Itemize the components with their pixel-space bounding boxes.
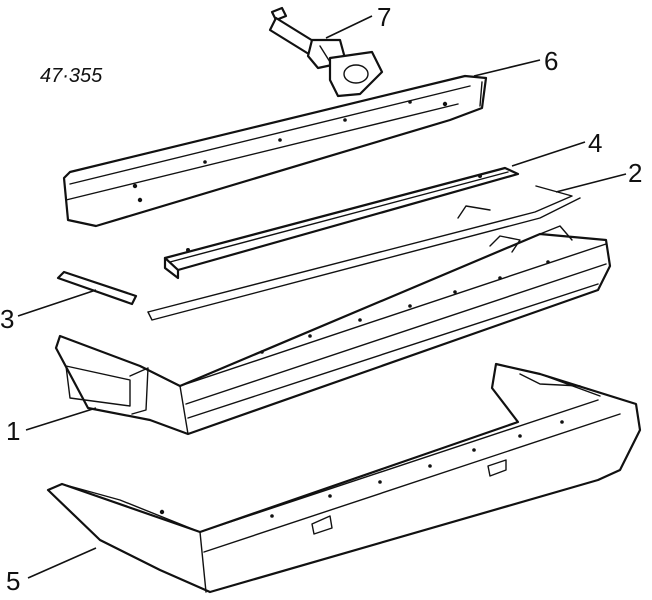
part-7-bracket <box>268 6 384 98</box>
part-5-lower-bumper <box>46 362 642 594</box>
part-1-bumper-cover <box>54 225 612 436</box>
part-6-reinforcement-bar <box>62 74 488 228</box>
leader-7 <box>325 15 373 39</box>
part-4-strip <box>163 166 520 280</box>
callout-7: 7 <box>377 2 391 32</box>
leader-6 <box>473 59 541 77</box>
callout-6: 6 <box>544 46 558 76</box>
callout-numbers: 7 6 4 2 3 1 5 <box>0 2 642 596</box>
leader-5 <box>27 547 97 579</box>
callout-2: 2 <box>628 158 642 188</box>
callout-1: 1 <box>6 416 20 446</box>
part-2-seal <box>147 185 581 321</box>
callout-5: 5 <box>6 566 20 596</box>
leader-3 <box>17 289 97 317</box>
callout-3: 3 <box>0 304 14 334</box>
leader-1 <box>25 407 97 431</box>
leader-lines <box>17 15 627 579</box>
leader-4 <box>511 141 586 167</box>
leader-2 <box>555 173 627 193</box>
callout-4: 4 <box>588 128 602 158</box>
part-3-small-strip <box>56 270 138 306</box>
reference-code: 47·355 <box>40 65 103 87</box>
